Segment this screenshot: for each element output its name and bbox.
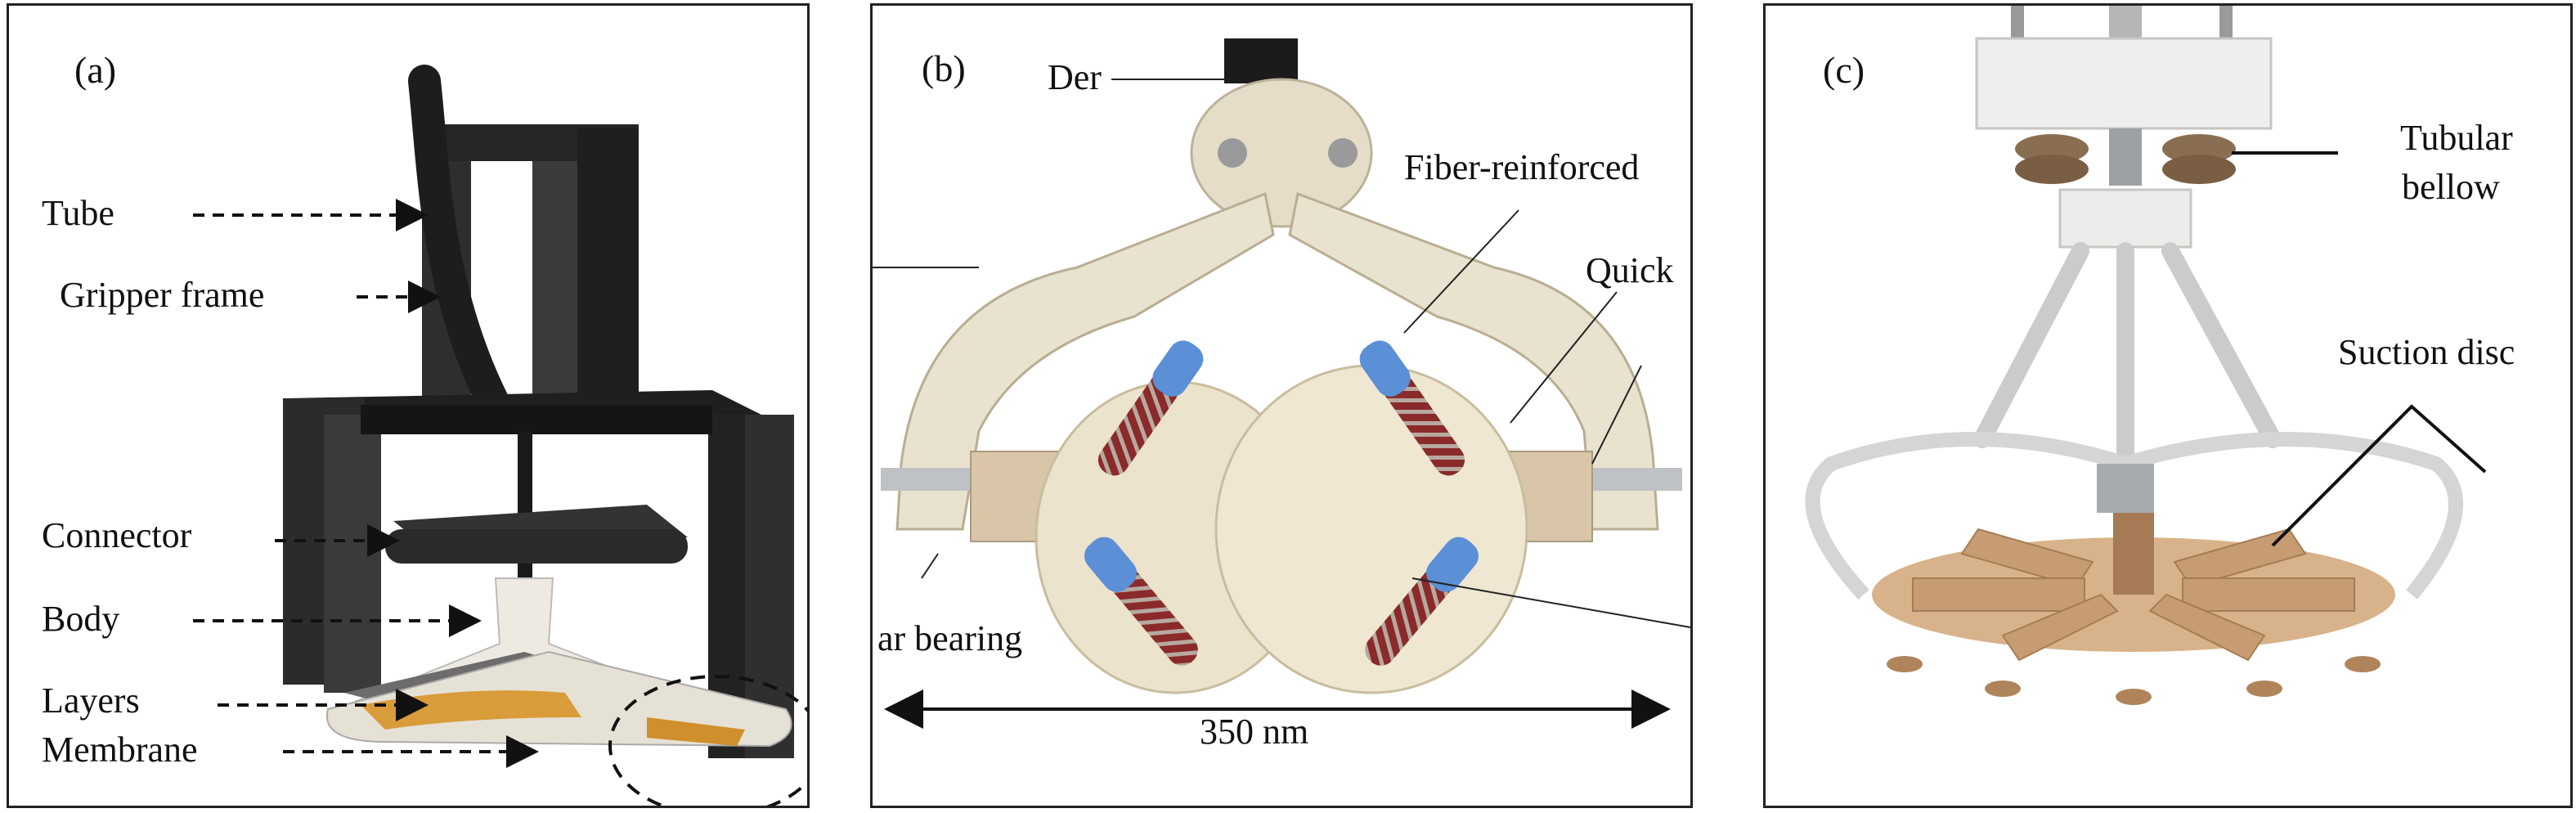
gripper-a-illustration [193, 65, 807, 806]
panel-c: (c) Tubular bellow Suction disc [1763, 3, 2573, 808]
tubular-bellow-label-line2: bellow [2402, 167, 2500, 207]
finger-bottom-right [1365, 537, 1479, 666]
tubular-bellows [2015, 134, 2236, 184]
connector-shape [385, 505, 688, 564]
suction-cups [1887, 656, 2381, 705]
panel-b-label: (b) [922, 47, 966, 89]
gripper-c-illustration [1805, 6, 2487, 705]
finger-bottom-left [1084, 537, 1198, 666]
finger-top-left [1097, 340, 1204, 476]
tube-shape [408, 65, 516, 431]
membrane-label: Membrane [42, 730, 198, 770]
connector-label: Connector [42, 515, 192, 555]
panel-a: (a) Tube Gripper frame Connector Body La… [7, 3, 810, 808]
gripper-frame-label: Gripper frame [60, 275, 265, 315]
tube-label: Tube [42, 193, 114, 233]
body-label: Body [42, 599, 120, 639]
linkage-arms [1973, 242, 2282, 489]
panel-c-label: (c) [1823, 49, 1865, 91]
highlight-ellipse [608, 675, 807, 806]
layers-label: Layers [42, 680, 140, 721]
tubular-bellow-label-line1: Tubular [2400, 118, 2513, 158]
suction-disc-label: Suction disc [2338, 332, 2515, 372]
quick-label: Quick [1586, 250, 1674, 290]
top-block [1975, 37, 2273, 130]
left-arm [895, 191, 1275, 531]
finger-top-right [1359, 340, 1465, 476]
panel-a-label: (a) [74, 49, 117, 91]
dimension-label: 350 nm [1200, 712, 1309, 752]
gripper-b-photo [873, 38, 1690, 729]
right-arm [1288, 191, 1659, 531]
ar-bearing-label: ar bearing [877, 618, 1023, 658]
fiber-reinforced-label: Fiber-reinforced [1404, 147, 1640, 187]
panel-b: (b) Der Fiber-reinforced Quick ar bearin… [870, 3, 1693, 808]
der-label: Der [1048, 57, 1102, 97]
